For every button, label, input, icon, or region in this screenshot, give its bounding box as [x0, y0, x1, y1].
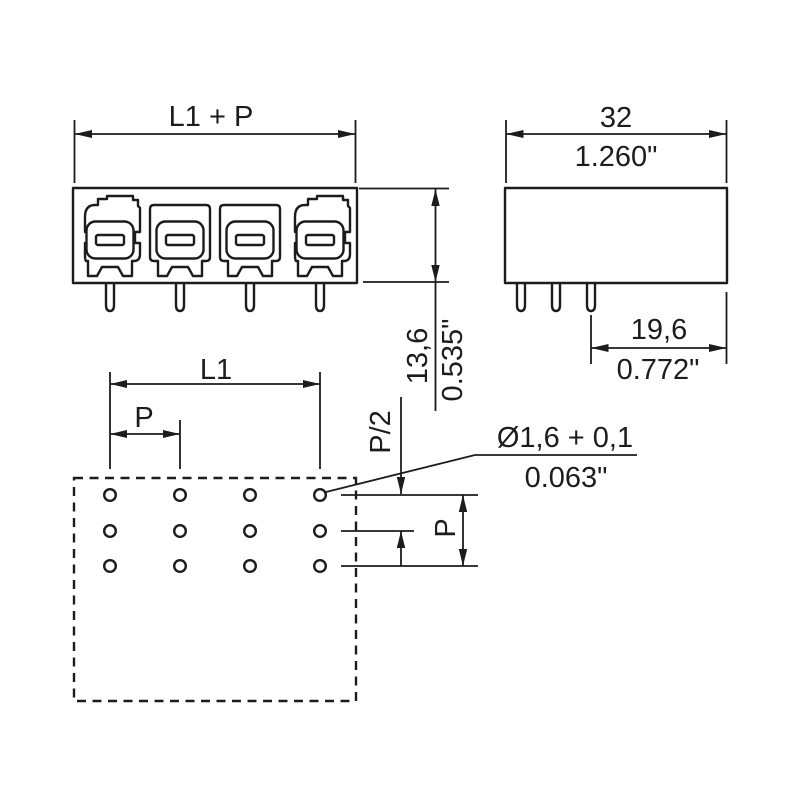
- dim-label-hole-inch: 0.063": [525, 462, 608, 494]
- dim-label-hole-mm: Ø1,6 + 0,1: [497, 422, 633, 454]
- arrowhead-right: [709, 344, 727, 352]
- pin: [244, 284, 256, 313]
- pin: [174, 284, 186, 313]
- dim-label-1260inch: 1.260": [575, 141, 658, 173]
- drill-hole: [172, 488, 187, 503]
- arrowhead-down: [396, 477, 406, 494]
- pin: [104, 284, 116, 313]
- drill-holes: [102, 488, 328, 574]
- side-view: [503, 186, 729, 313]
- arrowhead-up: [431, 189, 440, 206]
- contact-slot: [304, 233, 336, 247]
- arrowhead-right: [338, 130, 356, 138]
- dim-label-196mm: 19,6: [631, 314, 687, 346]
- dim-plan-pitch: P: [110, 402, 181, 469]
- dim-side-height: 13,6 0.535": [359, 187, 469, 411]
- drill-hole: [172, 524, 187, 539]
- contact-slot: [164, 233, 196, 247]
- dim-front-overall-width: L1 + P: [73, 101, 357, 183]
- front-view: [71, 186, 359, 313]
- arrowhead-right: [303, 380, 320, 388]
- drill-hole: [102, 488, 117, 503]
- dim-label-l1: L1: [200, 354, 232, 386]
- dim-label-32mm: 32: [600, 102, 632, 134]
- pin: [515, 284, 527, 313]
- dim-label-0772inch: 0.772": [617, 354, 700, 386]
- connector-body-side: [503, 186, 729, 285]
- drill-hole: [102, 524, 117, 539]
- drill-hole: [313, 488, 328, 503]
- dim-plan-half-pitch: P/2: [365, 397, 406, 566]
- dim-label-p: P: [134, 402, 153, 434]
- arrowhead-left: [591, 344, 609, 352]
- arrowhead-down: [458, 549, 468, 566]
- drill-hole: [313, 524, 328, 539]
- dim-label-0535inch: 0.535": [437, 319, 469, 402]
- contact-slot: [234, 233, 266, 247]
- dim-plan-l1: L1: [109, 354, 321, 469]
- dim-label-l1-plus-p: L1 + P: [169, 101, 254, 133]
- pcb-outline-dashed: [72, 476, 358, 703]
- drill-hole: [313, 559, 328, 574]
- arrowhead-left: [74, 130, 92, 138]
- dim-plan-row-pitch: P: [430, 495, 468, 566]
- arrowhead-right: [163, 430, 180, 438]
- arrowhead-left: [110, 380, 127, 388]
- drilling-plan: [72, 476, 358, 703]
- pin: [585, 284, 597, 313]
- dim-label-p-vertical: P: [430, 518, 462, 537]
- arrowhead-left: [110, 430, 127, 438]
- drill-hole: [102, 559, 117, 574]
- pin: [550, 284, 562, 313]
- contact-slot: [94, 233, 126, 247]
- dim-label-136mm: 13,6: [402, 328, 434, 384]
- drill-hole: [242, 524, 257, 539]
- arrowhead-left: [506, 130, 524, 138]
- arrowhead-up: [396, 531, 406, 548]
- drill-hole: [172, 559, 187, 574]
- dim-side-width: 32 1.260": [505, 102, 728, 183]
- drill-hole: [242, 488, 257, 503]
- pin: [314, 284, 326, 313]
- hole-diameter-callout: Ø1,6 + 0,1 0.063": [325, 422, 637, 494]
- arrowhead-up: [458, 495, 468, 512]
- dim-label-p-half: P/2: [365, 410, 397, 454]
- drill-hole: [242, 559, 257, 574]
- arrowhead-down: [431, 265, 440, 282]
- dim-side-pin-span: 19,6 0.772": [590, 292, 728, 386]
- leader-line: [325, 454, 637, 493]
- arrowhead-right: [709, 130, 727, 138]
